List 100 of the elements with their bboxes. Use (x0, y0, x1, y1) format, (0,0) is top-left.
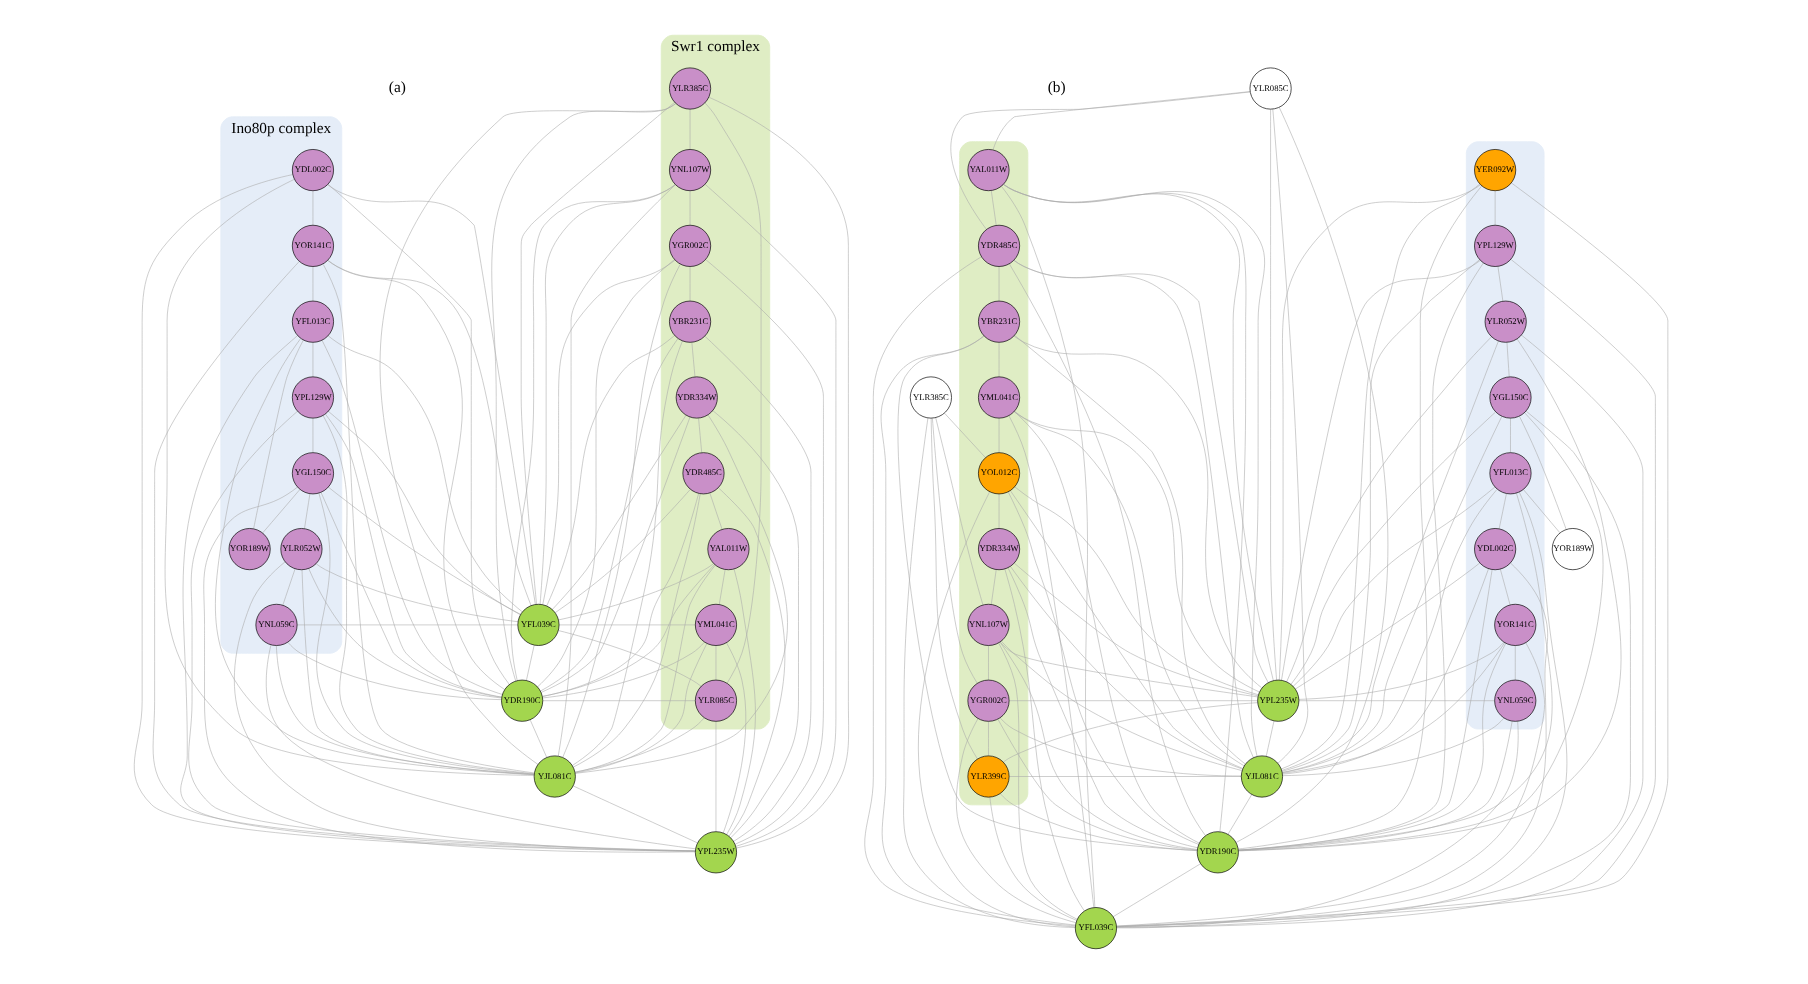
connector (525, 645, 534, 681)
connector (703, 184, 836, 847)
connector (704, 259, 823, 845)
connector (725, 568, 755, 835)
connector (987, 645, 988, 681)
connector (539, 338, 678, 692)
connector (324, 413, 502, 698)
connector (987, 721, 988, 756)
connector (307, 568, 501, 699)
connector (1115, 491, 1567, 928)
connector (996, 718, 1197, 851)
connector (1002, 184, 1246, 832)
connector (863, 256, 1075, 927)
connector (327, 486, 520, 615)
connector (1497, 493, 1506, 530)
connector (264, 644, 695, 850)
connector (1000, 186, 1095, 908)
connector (697, 417, 701, 454)
connector (557, 563, 713, 621)
connector (315, 492, 534, 775)
connector (1237, 642, 1506, 851)
connector (1006, 567, 1197, 848)
connector (233, 561, 695, 852)
connector (326, 335, 522, 613)
connector (690, 342, 695, 378)
connector (322, 415, 534, 774)
connector (151, 261, 695, 852)
connector (1013, 411, 1199, 844)
connector (326, 184, 535, 605)
cluster (958, 141, 1028, 806)
connector (1115, 562, 1547, 927)
cluster (1464, 141, 1544, 730)
connector (1013, 486, 1258, 696)
connector (314, 563, 518, 623)
connector (1297, 700, 1494, 701)
connector (1281, 416, 1502, 773)
connector (536, 259, 674, 687)
connector (1518, 416, 1566, 530)
connector (1271, 108, 1308, 764)
connector (721, 642, 746, 834)
connector (540, 416, 690, 693)
connector (541, 700, 695, 701)
connector (252, 339, 303, 529)
connector (1297, 642, 1504, 700)
connector (326, 260, 531, 606)
connector (990, 190, 996, 226)
connector (561, 264, 680, 758)
connector (573, 414, 787, 774)
connector (1009, 490, 1242, 769)
connector (187, 411, 695, 852)
connector (572, 493, 700, 768)
connector (519, 102, 674, 605)
connector (202, 486, 695, 853)
connector (943, 413, 985, 458)
connector (1280, 260, 1480, 681)
connector (556, 184, 675, 757)
connector (999, 793, 1197, 851)
connector (902, 417, 1075, 928)
label: (a) (387, 78, 405, 97)
connector (1237, 412, 1603, 852)
connector (1013, 563, 1258, 697)
connector (998, 717, 1241, 777)
connector (1281, 717, 1504, 776)
connector (303, 493, 310, 529)
connector (1009, 566, 1242, 770)
connector (990, 569, 996, 605)
connector (319, 492, 502, 698)
connector (988, 796, 1076, 921)
connector (997, 643, 1077, 920)
connector (1012, 335, 1261, 689)
connector (703, 102, 761, 684)
connector (574, 643, 707, 774)
connector (300, 569, 534, 775)
connector (1285, 336, 1491, 683)
connector (896, 335, 1197, 851)
connector (1012, 259, 1253, 758)
connector (163, 179, 534, 776)
connector (1000, 640, 1242, 771)
connector (718, 569, 725, 605)
connector (327, 411, 520, 615)
connector (1226, 794, 1251, 835)
connector (545, 335, 674, 607)
connector (1012, 411, 1259, 693)
connector (509, 184, 675, 681)
connector (1269, 109, 1276, 681)
connector (998, 641, 1258, 698)
connector (551, 415, 686, 610)
connector (321, 264, 534, 774)
connector (934, 417, 983, 606)
connector (541, 564, 714, 697)
connector (1294, 562, 1480, 690)
connector (949, 91, 1250, 230)
connector (1012, 260, 1268, 683)
connector (707, 96, 848, 849)
connector (571, 340, 682, 766)
connector (179, 335, 695, 852)
label: (b) (1046, 78, 1065, 97)
connector (490, 103, 676, 682)
connector (214, 338, 534, 775)
connector (1003, 568, 1084, 911)
